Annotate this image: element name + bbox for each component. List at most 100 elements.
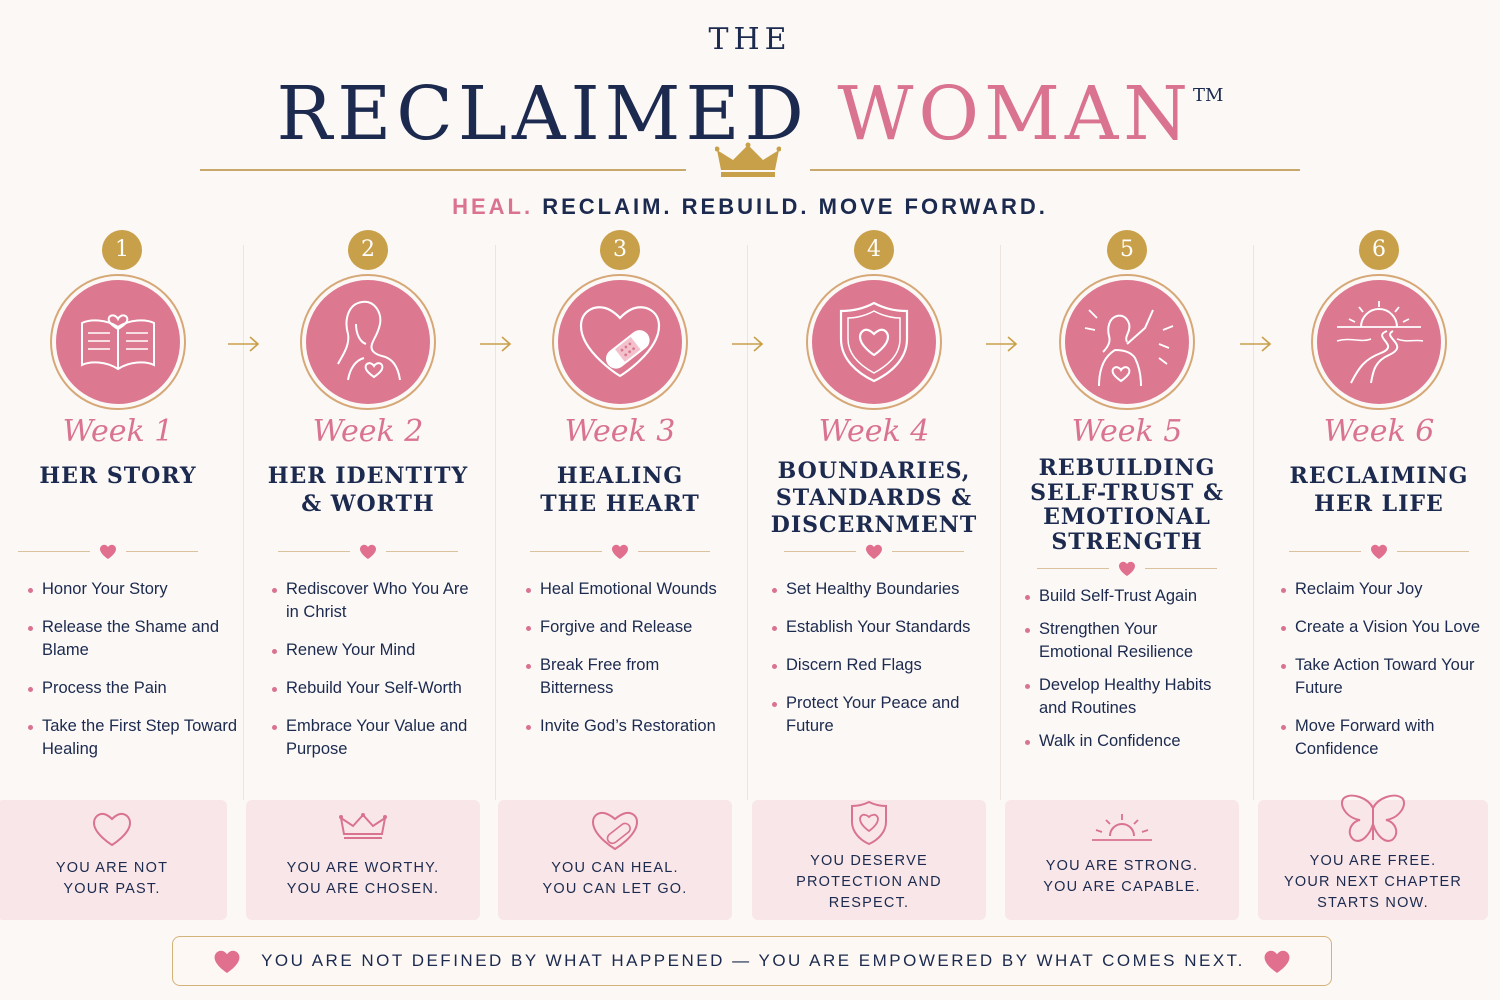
week-items: Rediscover Who You Are in Christ Renew Y… — [272, 578, 482, 776]
column-separator — [747, 245, 748, 800]
tagline-highlight: HEAL. — [452, 194, 534, 219]
week-title-line: DISCERNMENT — [770, 512, 978, 538]
list-item: Forgive and Release — [526, 616, 736, 639]
week-title: HER IDENTITY & WORTH — [248, 462, 488, 518]
arrow-right-icon — [1240, 336, 1272, 352]
affirmation-card: YOU ARE FREE. YOUR NEXT CHAPTER STARTS N… — [1258, 794, 1488, 920]
page-title: RECLAIMED WOMANTM — [0, 56, 1500, 154]
list-item: Move Forward with Confidence — [1281, 715, 1491, 761]
title-reclaimed: RECLAIMED — [276, 71, 809, 157]
header-rule-left — [200, 169, 686, 171]
list-item: Walk in Confidence — [1025, 730, 1235, 753]
affirmation-line: YOU CAN HEAL. — [551, 860, 679, 876]
affirmation-line: YOU DESERVE — [810, 853, 928, 869]
week-column-5: 5 Week 5 REBUILDING SELF-TRUST & EMOTION… — [1007, 230, 1247, 930]
arrow-right-icon — [480, 336, 512, 352]
tagline: HEAL. RECLAIM. REBUILD. MOVE FORWARD. — [0, 194, 1500, 220]
week-label: Week 3 — [564, 414, 676, 449]
bandaged-heart-icon — [591, 811, 639, 851]
heart-divider — [1279, 544, 1479, 559]
affirmation-line: YOU ARE CAPABLE. — [1043, 879, 1201, 895]
raised-arm-woman-icon — [1084, 309, 1174, 387]
week-title: HER STORY — [0, 462, 238, 490]
week-title-line: STRENGTH — [1051, 528, 1203, 555]
week-column-2: 2 Week 2 HER IDENTITY & WORTH Rediscover… — [248, 230, 488, 930]
list-item: Protect Your Peace and Future — [772, 692, 982, 738]
week-label: Week 6 — [1323, 414, 1435, 449]
sunrise-icon — [1092, 814, 1152, 841]
title-woman: WOMAN — [837, 71, 1194, 157]
affirmation-text: YOU ARE FREE. YOUR NEXT CHAPTER STARTS N… — [1258, 851, 1488, 914]
week-title-line: EMOTIONAL — [1043, 504, 1211, 530]
affirmation-line: STARTS NOW. — [1317, 895, 1429, 911]
affirmation-text: YOU DESERVE PROTECTION AND RESPECT. — [752, 851, 986, 914]
week-title-line: BOUNDARIES, — [777, 458, 971, 484]
affirmation-line: YOU ARE STRONG. — [1045, 858, 1199, 874]
week-title: REBUILDING SELF-TRUST & EMOTIONAL STRENG… — [1007, 456, 1247, 554]
week-title-line: & WORTH — [301, 491, 435, 517]
crown-icon — [715, 142, 781, 177]
week-medallion — [1059, 274, 1195, 410]
heart-icon — [360, 544, 376, 559]
week-items: Heal Emotional Wounds Forgive and Releas… — [526, 578, 736, 753]
heart-outline-icon — [92, 812, 132, 847]
week-title-line: THE HEART — [540, 491, 700, 517]
list-item: Discern Red Flags — [772, 654, 982, 677]
week-title-line: SELF-TRUST & — [1030, 479, 1224, 506]
list-item: Release the Shame and Blame — [28, 616, 238, 662]
footer-text: YOU ARE NOT DEFINED BY WHAT HAPPENED — Y… — [261, 951, 1245, 970]
step-badge: 5 — [1107, 230, 1147, 270]
shield-heart-icon — [839, 301, 909, 383]
list-item: Strengthen Your Emotional Resilience — [1025, 618, 1235, 664]
heart-icon — [866, 544, 882, 559]
list-item: Renew Your Mind — [272, 639, 482, 662]
week-label: Week 1 — [62, 414, 174, 449]
affirmation-line: YOU CAN LET GO. — [542, 881, 688, 897]
affirmation-text: YOU ARE STRONG. YOU ARE CAPABLE. — [1005, 856, 1239, 898]
step-badge: 1 — [102, 230, 142, 270]
affirmation-text: YOU ARE NOT YOUR PAST. — [0, 858, 227, 900]
tagline-rest: RECLAIM. REBUILD. MOVE FORWARD. — [542, 194, 1048, 219]
week-title: HEALING THE HEART — [500, 462, 740, 518]
week-title-line: HEALING — [556, 463, 684, 489]
week-column-1: 1 Week 1 HER STORY Honor Your Story Rele… — [0, 230, 240, 930]
arrow-right-icon — [986, 336, 1018, 352]
affirmation-line: YOUR PAST. — [63, 881, 161, 897]
affirmation-line: YOU ARE FREE. — [1309, 853, 1437, 869]
affirmation-card: YOU ARE WORTHY. YOU ARE CHOSEN. — [246, 800, 480, 920]
arrow-right-icon — [732, 336, 764, 352]
bandaged-heart-icon — [579, 306, 661, 378]
week-label: Week 5 — [1071, 414, 1183, 449]
week-items: Set Healthy Boundaries Establish Your St… — [772, 578, 982, 753]
affirmation-line: YOU ARE WORTHY. — [286, 860, 440, 876]
week-title-line: STANDARDS & — [775, 485, 973, 511]
column-separator — [243, 245, 244, 800]
list-item: Invite God’s Restoration — [526, 715, 736, 738]
week-label: Week 2 — [312, 414, 424, 449]
trademark: TM — [1193, 85, 1224, 106]
heart-icon — [214, 950, 240, 973]
heart-divider — [268, 544, 468, 559]
heart-icon — [1119, 561, 1135, 576]
list-item: Embrace Your Value and Purpose — [272, 715, 482, 761]
affirmation-line: YOU ARE NOT — [55, 860, 169, 876]
heart-divider — [520, 544, 720, 559]
week-medallion — [806, 274, 942, 410]
week-column-4: 4 Week 4 BOUNDARIES, STANDARDS & DISCERN… — [754, 230, 994, 930]
week-title-line: HER IDENTITY — [267, 463, 469, 489]
list-item: Honor Your Story — [28, 578, 238, 601]
list-item: Set Healthy Boundaries — [772, 578, 982, 601]
week-medallion — [50, 274, 186, 410]
week-title-line: REBUILDING — [1038, 455, 1216, 481]
affirmation-card: YOU ARE NOT YOUR PAST. — [0, 800, 227, 920]
heart-icon — [100, 544, 116, 559]
list-item: Take the First Step Toward Healing — [28, 715, 238, 761]
butterfly-icon — [1341, 794, 1405, 842]
week-items: Honor Your Story Release the Shame and B… — [28, 578, 238, 776]
arrow-right-icon — [228, 336, 260, 352]
heart-icon — [612, 544, 628, 559]
column-separator — [495, 245, 496, 800]
week-title-line: HER LIFE — [1314, 491, 1444, 517]
week-title: BOUNDARIES, STANDARDS & DISCERNMENT — [754, 458, 994, 539]
week-items: Build Self-Trust Again Strengthen Your E… — [1025, 585, 1235, 768]
